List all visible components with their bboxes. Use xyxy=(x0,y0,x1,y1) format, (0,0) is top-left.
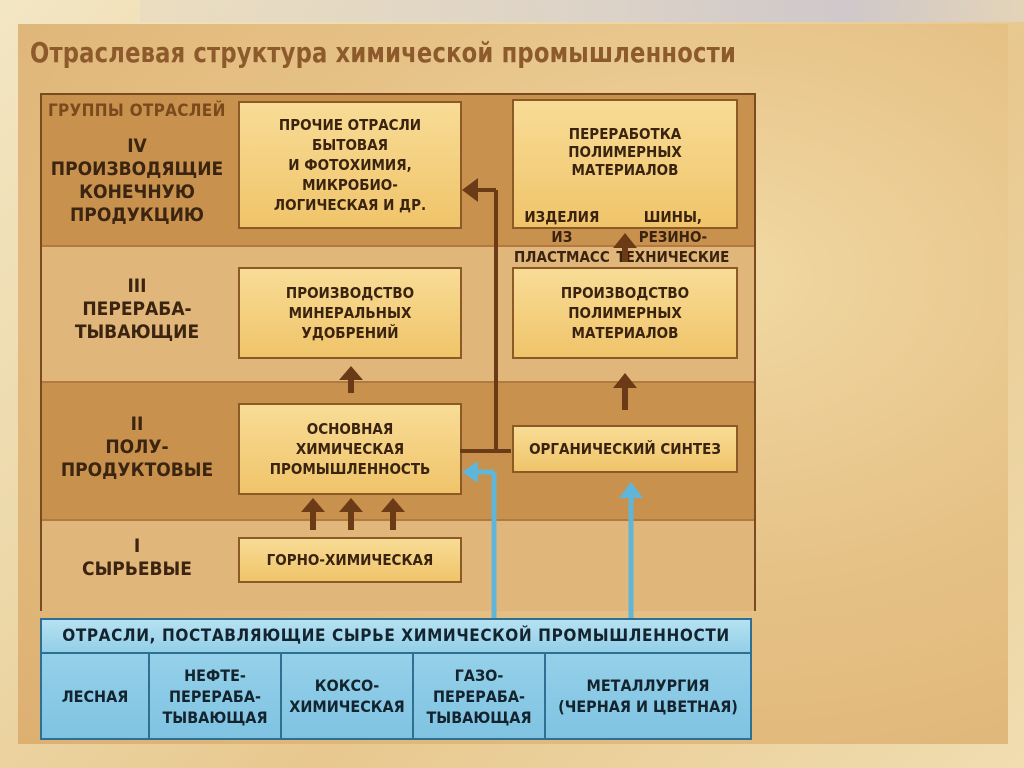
box-mineral-fertilizers: ПРОИЗВОДСТВО МИНЕРАЛЬНЫХ УДОБРЕНИЙ xyxy=(238,267,462,359)
polymer-processing-title: ПЕРЕРАБОТКА ПОЛИМЕРНЫХ МАТЕРИАЛОВ xyxy=(568,125,682,179)
slide-title: Отраслевая структура химической промышле… xyxy=(30,36,737,69)
supplier-cell: ГАЗО- ПЕРЕРАБА- ТЫВАЮЩАЯ xyxy=(414,654,546,738)
supplier-cell: МЕТАЛЛУРГИЯ (ЧЕРНАЯ И ЦВЕТНАЯ) xyxy=(558,676,738,716)
box-basic-chemistry: ОСНОВНАЯ ХИМИЧЕСКАЯ ПРОМЫШЛЕННОСТЬ xyxy=(238,403,462,495)
box-polymer-production: ПРОИЗВОДСТВО ПОЛИМЕРНЫХ МАТЕРИАЛОВ xyxy=(512,267,738,359)
group-label-ii: II ПОЛУ- ПРОДУКТОВЫЕ xyxy=(60,413,214,481)
group-label-iii: III ПЕРЕРАБА- ТЫВАЮЩИЕ xyxy=(74,275,200,343)
box-polymer-processing: ПЕРЕРАБОТКА ПОЛИМЕРНЫХ МАТЕРИАЛОВ ИЗДЕЛИ… xyxy=(512,99,738,286)
groups-header: ГРУППЫ ОТРАСЛЕЙ xyxy=(48,101,226,121)
group-label-i: I СЫРЬЕВЫЕ xyxy=(82,535,192,580)
group-label-iv: IV ПРОИЗВОДЯЩИЕ КОНЕЧНУЮ ПРОДУКЦИЮ xyxy=(50,135,224,226)
supplier-table-header: ОТРАСЛИ, ПОСТАВЛЯЮЩИЕ СЫРЬЕ ХИМИЧЕСКОЙ П… xyxy=(42,620,750,654)
supplier-cell: НЕФТЕ- ПЕРЕРАБА- ТЫВАЮЩАЯ xyxy=(150,654,282,738)
box-mining-chemical: ГОРНО-ХИМИЧЕСКАЯ xyxy=(238,537,462,583)
box-other-branches: ПРОЧИЕ ОТРАСЛИ БЫТОВАЯ И ФОТОХИМИЯ, МИКР… xyxy=(238,101,462,229)
supplier-cell: ЛЕСНАЯ xyxy=(42,654,150,738)
structure-diagram: ГРУППЫ ОТРАСЛЕЙ IV ПРОИЗВОДЯЩИЕ КОНЕЧНУЮ… xyxy=(40,93,756,611)
decorative-top-strip xyxy=(140,0,1024,22)
supplier-cell: КОКСО- ХИМИЧЕСКАЯ xyxy=(282,654,414,738)
plastic-products-label: ИЗДЕЛИЯ ИЗ ПЛАСТМАСС xyxy=(514,208,610,266)
box-organic-synthesis: ОРГАНИЧЕСКИЙ СИНТЕЗ xyxy=(512,425,738,473)
supplier-industries-table: ОТРАСЛИ, ПОСТАВЛЯЮЩИЕ СЫРЬЕ ХИМИЧЕСКОЙ П… xyxy=(40,618,752,740)
